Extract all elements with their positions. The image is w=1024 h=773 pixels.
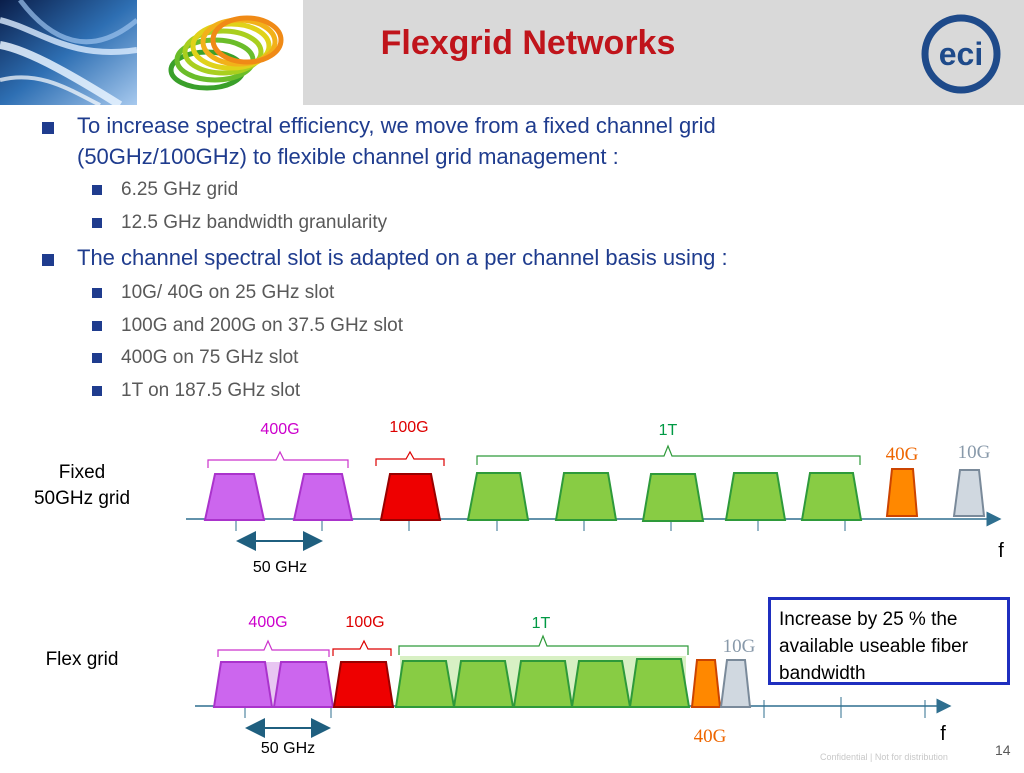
flex-grid-label: Flex grid <box>46 649 119 670</box>
fixed-spacing-label: 50 GHz <box>253 559 307 576</box>
fixed-label-40g: 40G <box>886 444 919 465</box>
fixed-channel-1t-b <box>554 472 618 521</box>
flex-axis-label: f <box>940 723 946 745</box>
header-photo-fiber <box>0 0 139 109</box>
flex-brace-1t <box>398 634 689 655</box>
logo-text: eci <box>939 36 983 72</box>
sub-bullet-marker <box>92 218 102 228</box>
fixed-grid-label-line1: Fixed <box>59 462 105 483</box>
flex-channel-1t-a <box>394 660 456 708</box>
flex-channel-1t-c <box>512 660 574 708</box>
page-title: Flexgrid Networks <box>380 24 676 62</box>
sub-bullet-marker <box>92 353 102 363</box>
header-photo-spring <box>137 0 303 105</box>
fixed-grid-label-line2: 50GHz grid <box>34 488 130 509</box>
flex-channel-100g <box>332 661 395 708</box>
sub-bullet-2-2: 100G and 200G on 37.5 GHz slot <box>121 315 404 336</box>
fixed-label-400g: 400G <box>260 421 299 438</box>
flex-channel-1t-d <box>570 660 632 708</box>
bullet-2: The channel spectral slot is adapted on … <box>77 245 728 270</box>
fixed-label-1t: 1T <box>659 422 678 439</box>
fixed-channel-1t-c <box>641 473 705 522</box>
fixed-brace-100g <box>375 450 445 466</box>
fixed-channel-1t-e <box>800 472 863 521</box>
sub-bullet-2-1: 10G/ 40G on 25 GHz slot <box>121 282 335 303</box>
eci-logo: eci <box>921 14 1001 94</box>
flex-channel-400g-b <box>272 661 335 708</box>
flex-label-100g: 100G <box>345 614 384 631</box>
bullet-marker <box>42 122 54 134</box>
page-number: 14 <box>995 742 1011 758</box>
sub-bullet-marker <box>92 288 102 298</box>
flex-channel-1t-e <box>628 658 691 708</box>
fixed-channel-1t-d <box>724 472 787 521</box>
sub-bullet-1-2: 12.5 GHz bandwidth granularity <box>121 212 388 233</box>
fixed-channel-400g-a <box>203 473 266 521</box>
flex-label-1t: 1T <box>532 615 551 632</box>
flex-label-10g: 10G <box>723 636 756 657</box>
bullet-marker <box>42 254 54 266</box>
flex-channel-10g <box>719 659 752 708</box>
fixed-channel-10g <box>952 469 986 517</box>
fixed-channel-1t-a <box>466 472 530 521</box>
sub-bullet-marker <box>92 386 102 396</box>
footer-note: Confidential | Not for distribution <box>820 752 948 762</box>
fixed-channel-100g <box>379 473 442 521</box>
fixed-label-10g: 10G <box>958 442 991 463</box>
flex-channel-400g-a <box>212 661 274 708</box>
sub-bullet-marker <box>92 185 102 195</box>
sub-bullet-marker <box>92 321 102 331</box>
fixed-brace-1t <box>476 444 861 465</box>
flex-brace-100g <box>332 639 392 656</box>
flex-channel-40g <box>690 659 722 708</box>
callout-box: Increase by 25 % the available useable f… <box>768 597 1010 685</box>
fixed-brace-400g <box>207 450 349 468</box>
sub-bullet-2-4: 1T on 187.5 GHz slot <box>121 380 301 401</box>
fixed-channel-40g <box>885 468 919 517</box>
sub-bullet-2-3: 400G on 75 GHz slot <box>121 347 299 368</box>
flex-channel-1t-b <box>452 660 515 708</box>
fixed-label-100g: 100G <box>389 419 428 436</box>
flex-spacing-label: 50 GHz <box>261 740 315 757</box>
flex-brace-400g <box>217 639 330 657</box>
sub-bullet-1-1: 6.25 GHz grid <box>121 179 239 200</box>
bullet-1: To increase spectral efficiency, we move… <box>77 113 716 169</box>
flex-label-40g: 40G <box>694 726 727 747</box>
fixed-channel-400g-b <box>292 473 354 521</box>
flex-label-400g: 400G <box>248 614 287 631</box>
fixed-axis-label: f <box>998 540 1004 562</box>
header-band: Flexgrid Networks eci <box>0 0 1024 109</box>
